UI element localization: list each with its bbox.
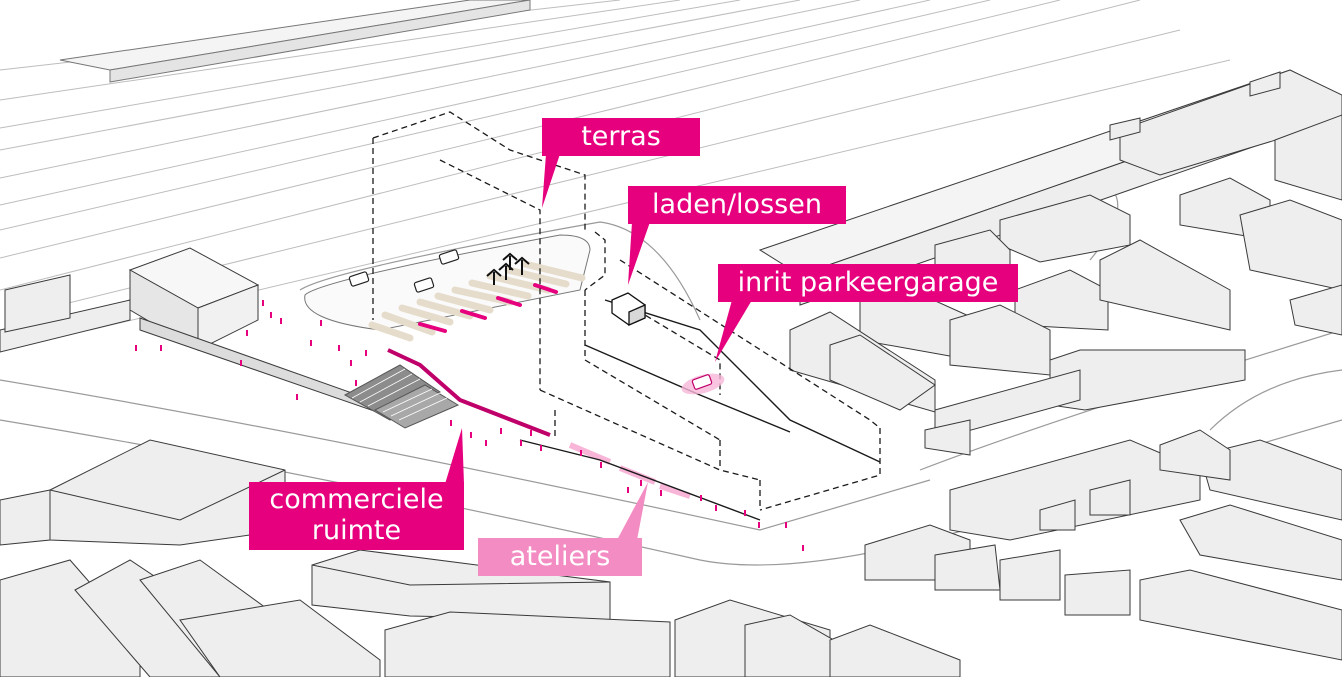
- buildings-left: [0, 439, 381, 677]
- callout-inrit-label: inrit parkeergarage: [737, 267, 999, 298]
- pointer-inrit: [715, 300, 752, 362]
- pointer-ateliers: [617, 482, 648, 540]
- callout-laden-lossen: laden/lossen: [628, 186, 846, 224]
- garage-entrance-marker: [681, 373, 725, 395]
- callout-ateliers-label: ateliers: [509, 541, 611, 572]
- callout-terras-label: terras: [581, 121, 661, 152]
- callout-ateliers: ateliers: [478, 538, 642, 576]
- car-1: [348, 249, 460, 293]
- callout-inrit-parkeergarage: inrit parkeergarage: [718, 264, 1018, 302]
- buildings-right: [758, 69, 1342, 661]
- grand-stairs: [343, 364, 460, 429]
- callout-commerciele-ruimte: commerciele ruimte: [249, 482, 464, 550]
- pedestrians: [135, 300, 804, 551]
- pointer-commerciele: [445, 428, 464, 484]
- ateliers-strip: [568, 442, 691, 499]
- station-building: [0, 247, 401, 421]
- truck-icon: [611, 292, 646, 326]
- terrace-strips: [368, 260, 586, 342]
- pointer-terras: [542, 154, 560, 208]
- parking-lot: [304, 234, 591, 331]
- callout-pointers: [445, 154, 752, 540]
- ramp-edges: [519, 299, 881, 521]
- commercial-edge: [387, 348, 551, 437]
- callout-laden-lossen-label: laden/lossen: [652, 189, 822, 220]
- building-volume-dashed: [372, 111, 881, 511]
- trees: [486, 252, 530, 285]
- platform-canopy: [59, 0, 531, 83]
- pointer-laden: [628, 222, 650, 285]
- callout-terras: terras: [542, 118, 700, 156]
- callout-commerciele-label: commerciele ruimte: [269, 484, 444, 546]
- buildings-center: [311, 549, 961, 677]
